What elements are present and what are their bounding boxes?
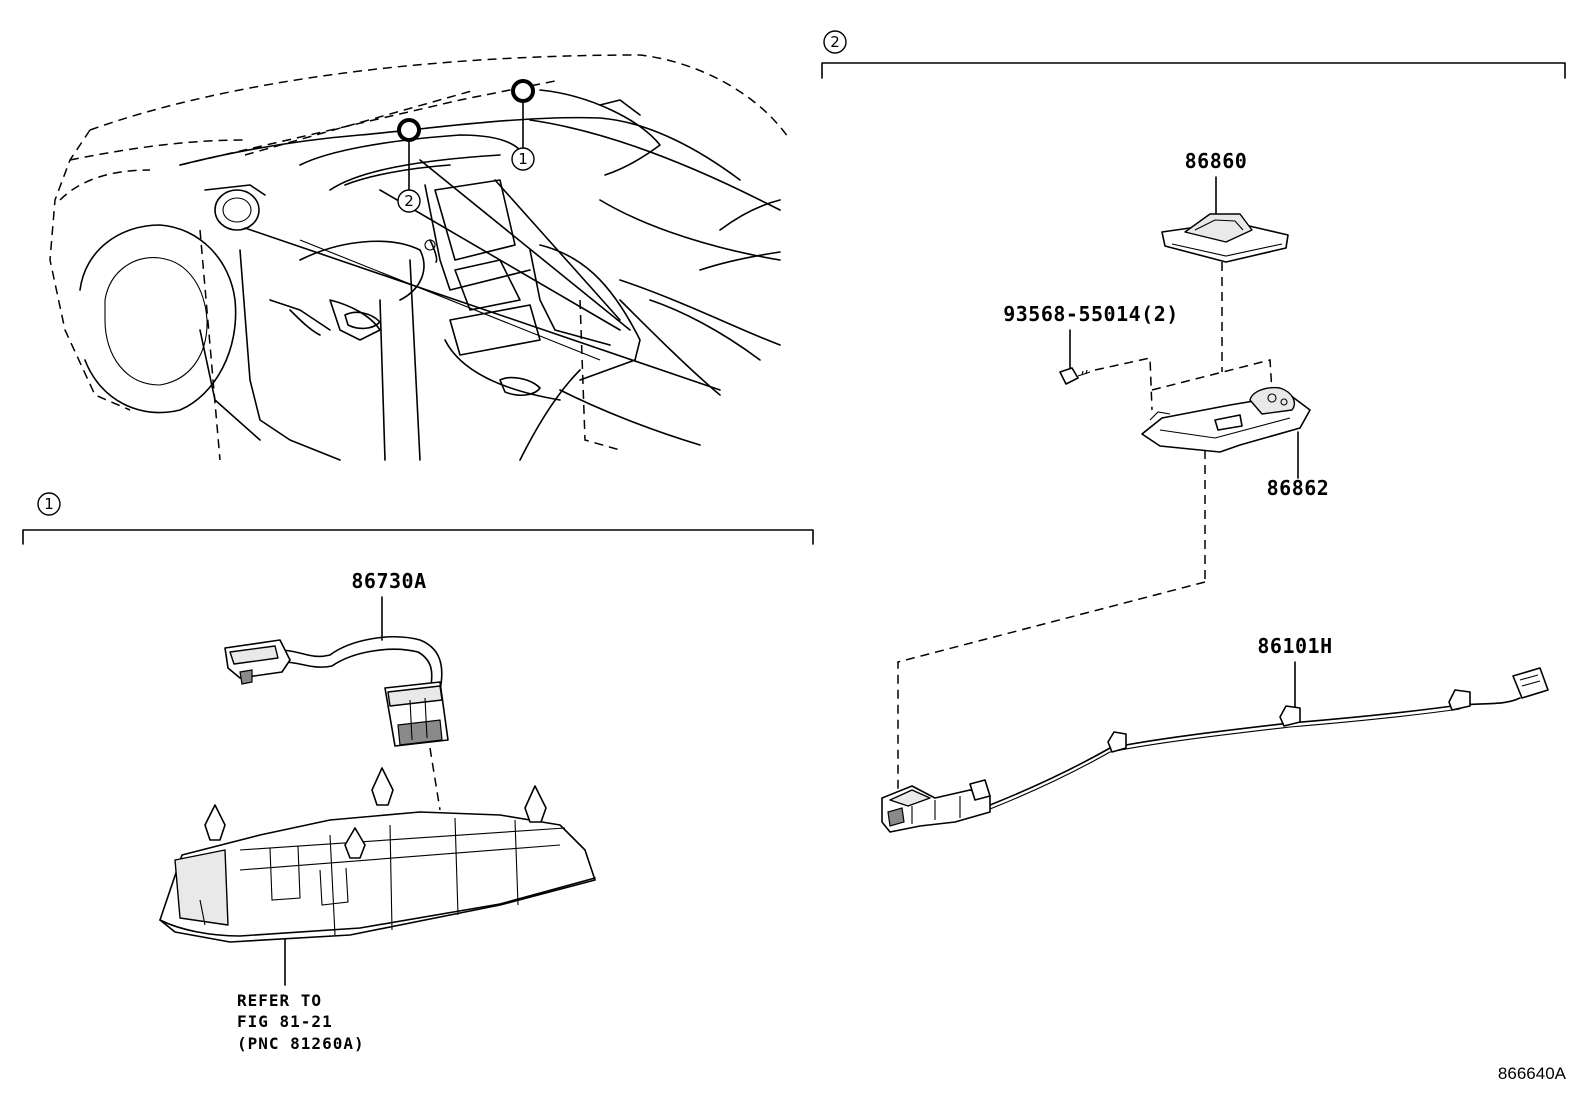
refer-note-line2: FIG 81-21 [237, 1012, 333, 1031]
refer-note: REFER TO FIG 81-21 (PNC 81260A) [237, 991, 365, 1053]
diagram-id: 866640A [1498, 1064, 1567, 1083]
part-86860-label: 86860 [1185, 149, 1248, 173]
overview-callout-2: 2 [397, 189, 421, 213]
group-2-callout: 2 [830, 33, 840, 51]
group-1-bracket [22, 529, 814, 545]
part-86862: 86862 [897, 359, 1330, 790]
part-86101H: 86101H [881, 634, 1549, 833]
part-93568-label: 93568-55014(2) [1003, 302, 1179, 326]
refer-note-line1: REFER TO [237, 991, 322, 1010]
group-2-bracket [821, 62, 1566, 79]
part-93568-55014: 93568-55014(2) [1003, 302, 1179, 411]
part-86730A: 86730A [224, 569, 449, 811]
part-86730A-label: 86730A [351, 569, 426, 593]
vehicle-interior-overview: 1 2 [49, 54, 791, 461]
part-86860: 86860 [1161, 149, 1289, 372]
map-lamp-housing [159, 767, 596, 986]
location-marker-2 [397, 118, 421, 142]
refer-note-line3: (PNC 81260A) [237, 1034, 365, 1053]
part-86862-label: 86862 [1267, 476, 1330, 500]
part-86101H-label: 86101H [1257, 634, 1332, 658]
overview-callout-1: 1 [511, 147, 535, 171]
group-1-header: 1 [22, 492, 814, 545]
location-marker-1 [511, 79, 535, 103]
overview-callout-1-label: 1 [518, 150, 528, 168]
group-1-callout: 1 [44, 495, 54, 513]
overview-callout-2-label: 2 [404, 192, 414, 210]
group-2-header: 2 [821, 30, 1566, 79]
